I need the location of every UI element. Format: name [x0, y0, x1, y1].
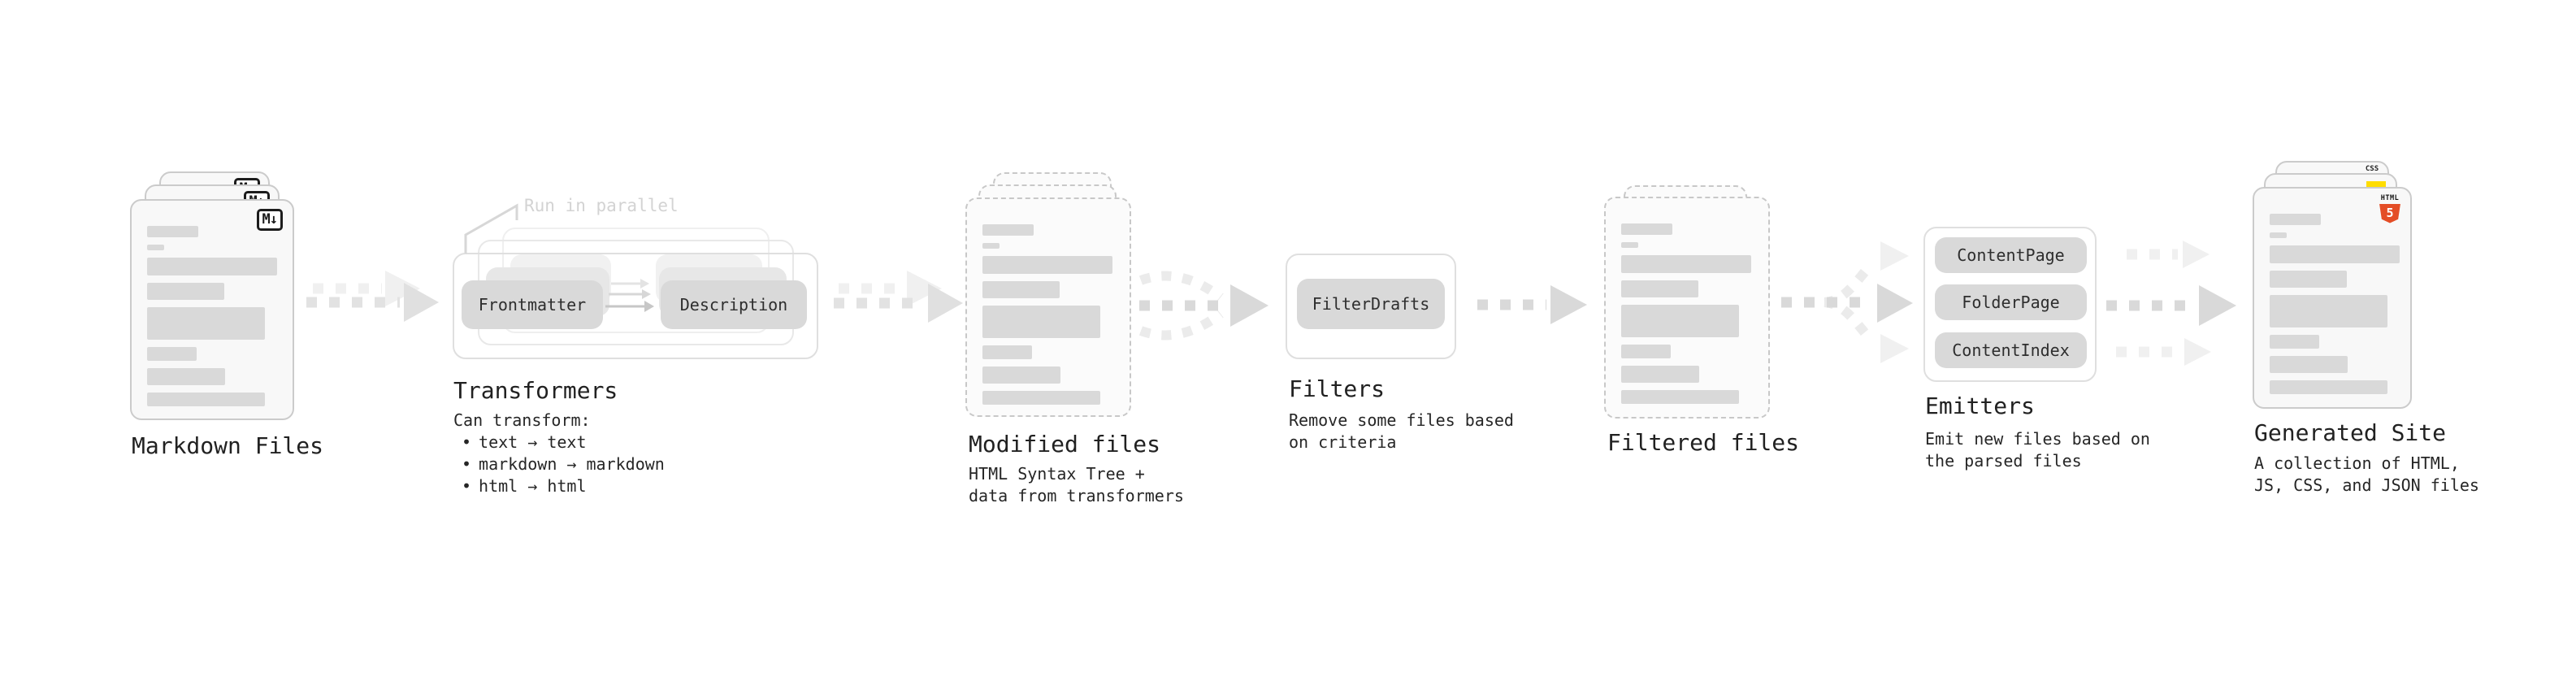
emitter-pill-contentpage: ContentPage — [1935, 237, 2087, 273]
text-line-placeholder — [1621, 366, 1699, 383]
text-line-placeholder — [147, 368, 225, 385]
text-line-placeholder — [982, 224, 1034, 236]
emitters-label: Emitters — [1925, 393, 2035, 419]
bullet-icon: • — [462, 432, 472, 452]
transform-bullet: • text → text — [453, 432, 665, 453]
can-transform-heading: Can transform: — [453, 410, 591, 430]
text-line-placeholder — [982, 281, 1060, 298]
text-line-placeholder — [982, 367, 1060, 384]
arrow-filtered-to-emitters-fanout — [1781, 241, 1913, 363]
text-line-placeholder — [2270, 335, 2319, 349]
modified-file-card-front — [965, 197, 1131, 417]
text-line-placeholder — [982, 256, 1112, 274]
text-line-placeholder — [147, 393, 265, 406]
transformer-box-front — [453, 253, 818, 359]
emitter-pill-folderpage: FolderPage — [1935, 284, 2087, 320]
generated-file-card-front: HTML 5 — [2253, 187, 2412, 409]
filtered-files-label: Filtered files — [1607, 429, 1800, 456]
text-line-placeholder — [2270, 214, 2321, 225]
text-line-placeholder — [982, 306, 1100, 338]
text-line-placeholder — [1621, 345, 1671, 358]
text-line-placeholder — [1621, 255, 1751, 273]
transform-bullet-text: html → html — [479, 476, 587, 496]
text-line-placeholder — [147, 226, 198, 237]
markdown-icon: M↓ — [256, 209, 283, 231]
bullet-icon: • — [462, 476, 472, 496]
modified-files-label: Modified files — [969, 431, 1161, 458]
arrow-transformers-to-modified — [834, 271, 963, 323]
text-line-placeholder — [147, 258, 277, 275]
text-line-placeholder — [982, 243, 1000, 249]
javascript-icon — [2366, 181, 2386, 189]
text-line-placeholders — [982, 224, 1112, 405]
transform-bullet: • html → html — [453, 475, 665, 497]
transformer-pill-frontmatter: Frontmatter — [462, 280, 603, 329]
markdown-files-label: Markdown Files — [132, 432, 324, 459]
transform-bullet: • markdown → markdown — [453, 453, 665, 475]
emitters-sublabel: Emit new files based on the parsed files — [1925, 429, 2150, 471]
bullet-icon: • — [462, 454, 472, 474]
filters-sublabel: Remove some files based on criteria — [1289, 410, 1514, 452]
text-line-placeholders — [1621, 223, 1751, 404]
arrow-filters-to-filtered — [1477, 285, 1587, 324]
markdown-file-card-front: M↓ — [130, 199, 294, 420]
text-line-placeholder — [147, 283, 224, 300]
text-line-placeholder — [2270, 245, 2400, 263]
text-line-placeholders — [2270, 214, 2400, 394]
transform-bullet-text: markdown → markdown — [479, 454, 665, 474]
text-line-placeholder — [1621, 280, 1698, 297]
transform-bullet-text: text → text — [479, 432, 587, 452]
text-line-placeholder — [2270, 295, 2387, 327]
text-line-placeholder — [147, 307, 265, 340]
arrow-modified-to-filters-merge — [1138, 271, 1268, 340]
arrow-emitters-to-generated — [2106, 241, 2236, 366]
text-line-placeholder — [147, 245, 164, 250]
emitter-pill-contentindex: ContentIndex — [1935, 332, 2087, 368]
text-line-placeholder — [1621, 242, 1638, 248]
text-line-placeholder — [1621, 390, 1739, 404]
filtered-file-card-front — [1604, 197, 1770, 419]
transformers-description: Can transform: • text → text • markdown … — [453, 410, 665, 497]
generated-site-sublabel: A collection of HTML, JS, CSS, and JSON … — [2254, 453, 2479, 495]
generated-site-label: Generated Site — [2254, 419, 2447, 446]
transformers-label: Transformers — [453, 377, 618, 404]
text-line-placeholder — [2270, 356, 2348, 373]
text-line-placeholder — [982, 391, 1100, 405]
text-line-placeholder — [1621, 305, 1739, 337]
text-line-placeholder — [2270, 232, 2287, 238]
html5-icon: HTML 5 — [2379, 195, 2400, 223]
arrow-markdown-to-transformers — [306, 271, 439, 322]
filter-pill-filterdrafts: FilterDrafts — [1297, 279, 1445, 329]
filters-label: Filters — [1289, 375, 1386, 402]
text-line-placeholder — [1621, 223, 1672, 235]
run-in-parallel-callout: Run in parallel — [524, 196, 679, 215]
text-line-placeholder — [982, 345, 1032, 359]
modified-files-sublabel: HTML Syntax Tree + data from transformer… — [969, 464, 1184, 505]
text-line-placeholder — [147, 347, 197, 361]
text-line-placeholders — [147, 226, 277, 406]
transformer-pill-description: Description — [661, 280, 807, 329]
text-line-placeholder — [2270, 380, 2387, 394]
text-line-placeholder — [2270, 271, 2347, 288]
